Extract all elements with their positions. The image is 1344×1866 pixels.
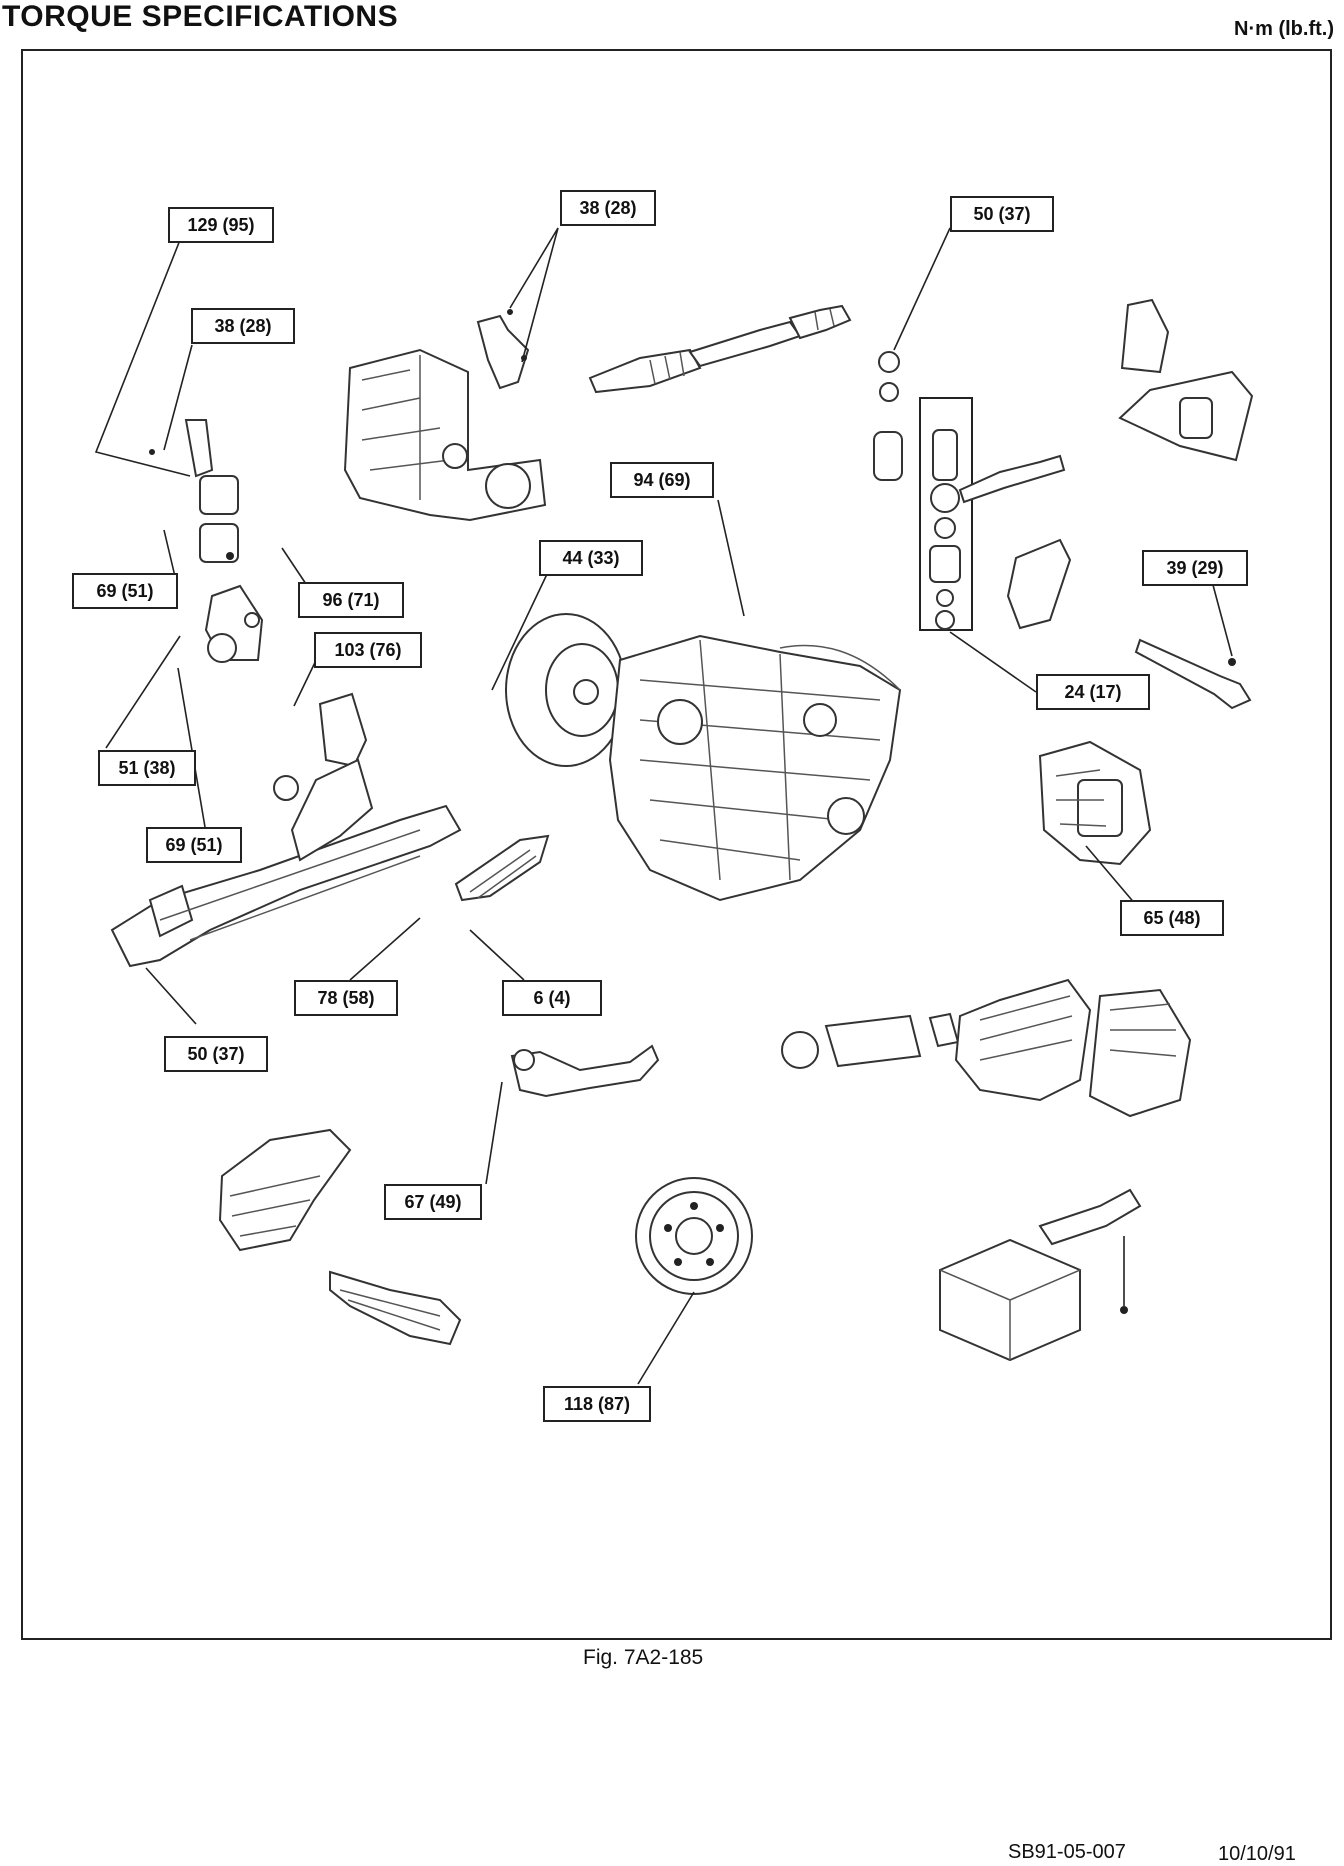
torque-callout-wheel-nut: 118 (87)	[543, 1386, 651, 1422]
torque-callout-converter-bolt: 44 (33)	[539, 540, 643, 576]
torque-callout-mount-bolt-upper-left: 38 (28)	[191, 308, 295, 344]
torque-callout-engine-bracket-bolts: 38 (28)	[560, 190, 656, 226]
brake-caliper-icon	[1038, 740, 1152, 866]
diagram-frame	[21, 49, 1332, 1640]
torque-callout-front-mount: 103 (76)	[314, 632, 422, 668]
strut-components-icon	[873, 351, 1066, 631]
wheel-icon	[635, 1177, 753, 1295]
torque-callout-mount-through-bolt: 96 (71)	[298, 582, 404, 618]
units-label: N·m (lb.ft.)	[1234, 18, 1334, 40]
torque-callout-mount-lower-left: 69 (51)	[72, 573, 178, 609]
torque-callout-crossmember-mount: 69 (51)	[146, 827, 242, 863]
torque-callout-control-arm-nut: 67 (49)	[384, 1184, 482, 1220]
figure-caption: Fig. 7A2-185	[583, 1646, 704, 1669]
tie-rod-icon	[1134, 638, 1252, 710]
upper-right-bracket-icon	[1118, 298, 1254, 462]
mid-engine-mount-icon	[204, 584, 264, 663]
battery-tray-icon	[939, 1188, 1142, 1362]
left-engine-mount-icon	[149, 419, 239, 563]
torque-callout-mount-bracket-bolt: 51 (38)	[98, 750, 196, 786]
engine-mount-bracket-icon	[476, 309, 530, 390]
torque-callout-shield-screw: 6 (4)	[502, 980, 602, 1016]
rear-engine-mount-icon	[273, 692, 368, 801]
torque-callout-transaxle-bolt: 94 (69)	[610, 462, 714, 498]
torque-callout-strut-nut-bottom: 24 (17)	[1036, 674, 1150, 710]
splash-shield-icon	[454, 834, 550, 902]
torque-callout-caliper-bolt: 65 (48)	[1120, 900, 1224, 936]
exhaust-muffler-icon	[781, 978, 1192, 1118]
torque-callout-crossmember-bolt: 78 (58)	[294, 980, 398, 1016]
document-id: SB91-05-007	[1008, 1841, 1126, 1863]
page-title: TORQUE SPECIFICATIONS	[2, 0, 399, 33]
document-date: 10/10/91	[1218, 1843, 1296, 1865]
under-cover-icon	[218, 1128, 462, 1346]
crossmember-icon	[110, 758, 462, 968]
drive-shaft-icon	[588, 304, 852, 394]
lower-right-bracket-icon	[1006, 538, 1072, 630]
torque-callout-crossmember-front: 50 (37)	[164, 1036, 268, 1072]
control-arm-icon	[510, 1044, 660, 1098]
torque-callout-upper-mount-bracket: 129 (95)	[168, 207, 274, 243]
leader-lines	[94, 227, 1233, 1385]
transaxle-icon	[505, 613, 902, 902]
torque-callout-tie-rod-nut: 39 (29)	[1142, 550, 1248, 586]
engine-block-icon	[343, 348, 547, 522]
torque-callout-strut-nut-top: 50 (37)	[950, 196, 1054, 232]
